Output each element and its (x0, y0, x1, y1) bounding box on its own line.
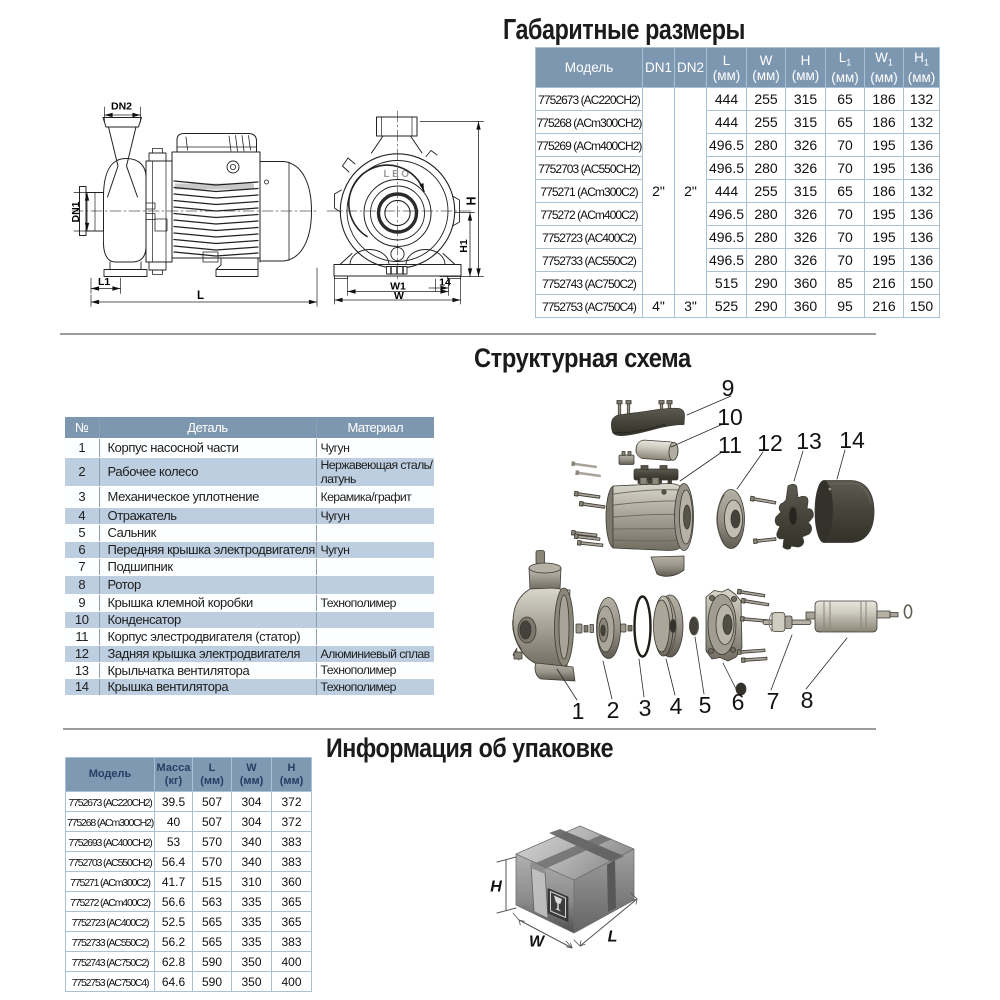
svg-text:10: 10 (717, 404, 743, 430)
svg-text:3: 3 (639, 695, 652, 721)
svg-text:H: H (465, 196, 479, 205)
svg-text:5: 5 (699, 692, 712, 718)
svg-text:14: 14 (439, 277, 451, 289)
svg-text:DN1: DN1 (70, 201, 82, 222)
svg-text:13: 13 (796, 428, 822, 454)
svg-text:H: H (490, 879, 502, 896)
svg-text:L1: L1 (98, 276, 110, 288)
svg-text:DN2: DN2 (111, 101, 132, 113)
svg-text:2: 2 (607, 697, 620, 723)
svg-text:W1: W1 (390, 281, 406, 293)
svg-text:W: W (394, 290, 404, 302)
svg-text:14: 14 (839, 427, 865, 453)
svg-text:12: 12 (757, 430, 783, 456)
svg-text:9: 9 (722, 375, 735, 401)
svg-text:W: W (529, 934, 546, 951)
svg-text:L: L (608, 929, 618, 946)
svg-text:11: 11 (718, 432, 742, 458)
svg-text:8: 8 (801, 687, 814, 713)
svg-text:H1: H1 (458, 239, 470, 253)
svg-text:1: 1 (572, 698, 585, 724)
svg-text:LEO: LEO (383, 169, 411, 180)
svg-text:7: 7 (767, 688, 780, 714)
svg-text:4: 4 (670, 693, 683, 719)
svg-text:6: 6 (732, 689, 745, 715)
svg-text:L: L (197, 290, 204, 302)
